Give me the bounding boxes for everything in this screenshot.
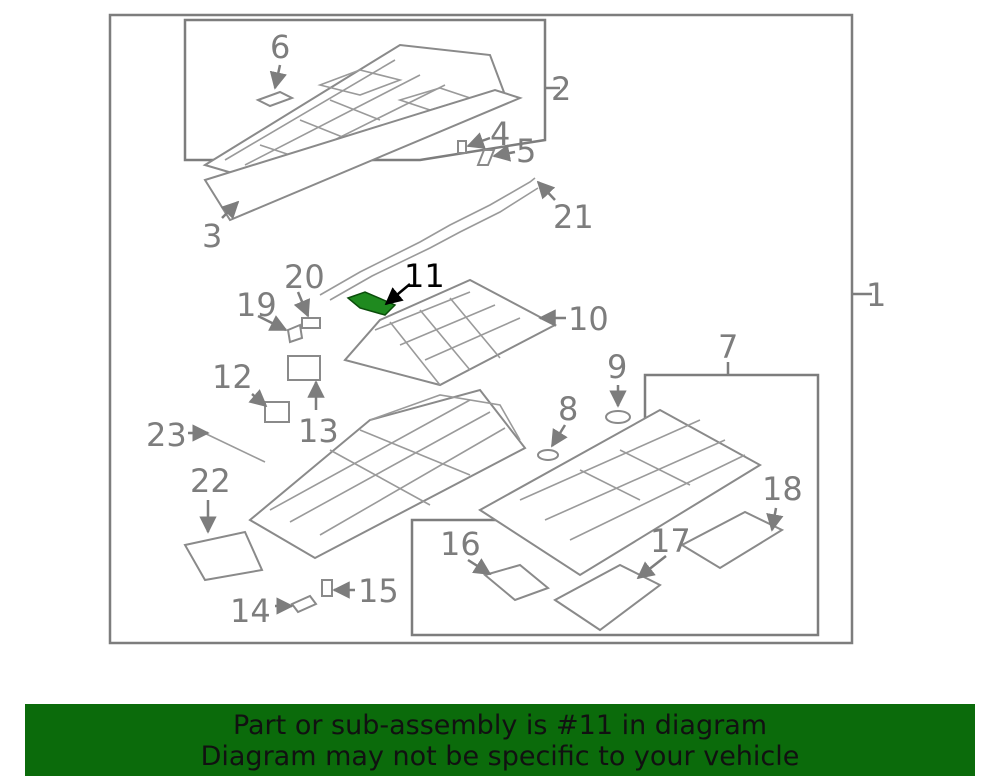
callout-4: 4: [490, 115, 510, 153]
frame-part-7: [478, 408, 762, 577]
subassembly-7-frame: [410, 373, 820, 637]
pad-part-16: [482, 563, 550, 602]
subassembly-2-frame: [183, 18, 547, 162]
pad-part-18: [679, 510, 785, 570]
callout-23: 23: [146, 416, 187, 454]
notice-banner: Part or sub-assembly is #11 in diagram D…: [25, 704, 975, 776]
callout-18: 18: [762, 470, 803, 508]
callout-17: 17: [650, 522, 691, 560]
tray-part: [343, 278, 558, 387]
callout-15: 15: [358, 572, 399, 610]
label-part-6: [255, 90, 295, 108]
seal-part-15: [321, 579, 333, 597]
highlighted-part-11: [346, 291, 397, 316]
connector-part-14: [290, 594, 318, 614]
callout-5: 5: [516, 132, 536, 170]
bracket-part-13: [287, 355, 321, 381]
clip-part-4: [457, 140, 467, 154]
banner-line-1: Part or sub-assembly is #11 in diagram: [232, 710, 768, 741]
callout-3: 3: [202, 217, 222, 255]
parts-diagram: 1 2 3 4 5 6 7 8 9 10 11 12 13 14 15 16 1…: [108, 13, 886, 645]
callout-14: 14: [230, 592, 271, 630]
banner-line-2: Diagram may not be specific to your vehi…: [200, 741, 800, 772]
callout-8: 8: [558, 390, 578, 428]
top-cover-part: [202, 43, 507, 192]
callout-1: 1: [866, 276, 886, 314]
mount-part-9: [605, 410, 631, 424]
callout-7: 7: [718, 328, 738, 366]
callout-19: 19: [236, 286, 277, 324]
assembly-frame: [108, 13, 854, 645]
callout-2: 2: [551, 70, 571, 108]
callout-12: 12: [212, 358, 253, 396]
callout-6: 6: [270, 28, 290, 66]
sensor-part-12: [264, 401, 290, 423]
callout-20: 20: [284, 258, 325, 296]
fuse-part-20: [301, 317, 321, 329]
callout-21: 21: [553, 198, 594, 236]
clip-part-19: [286, 323, 304, 344]
mount-part-8: [537, 449, 559, 461]
battery-case-part: [248, 388, 527, 560]
callout-13: 13: [298, 412, 339, 450]
callout-10: 10: [568, 300, 609, 338]
harness-part: [319, 177, 536, 296]
callout-11: 11: [404, 257, 445, 295]
junction-box-part-22: [183, 530, 264, 582]
callout-16: 16: [440, 525, 481, 563]
callout-9: 9: [607, 348, 627, 386]
strip-part-23: [197, 429, 266, 463]
pad-part-17: [553, 563, 662, 632]
callout-22: 22: [190, 462, 231, 500]
